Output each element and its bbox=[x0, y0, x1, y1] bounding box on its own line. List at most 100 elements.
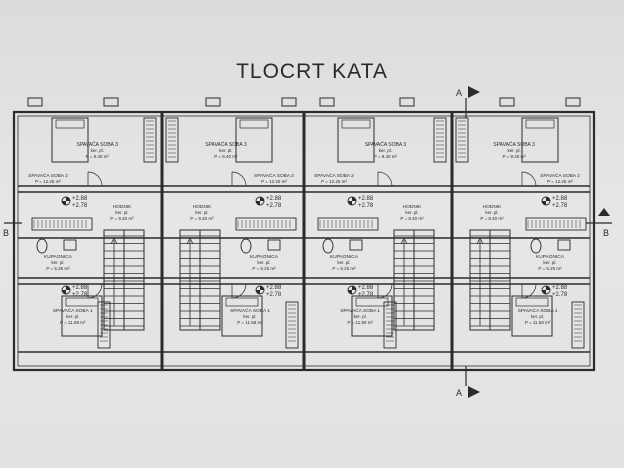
floor-type: ker. pl. bbox=[51, 260, 64, 265]
staircase bbox=[469, 229, 511, 331]
room-area: P = 11.59 m² bbox=[525, 320, 551, 325]
level-marker-bottom: +2.88+2.78 bbox=[541, 285, 568, 298]
room-name: SPAVAĆA SOBA 1 bbox=[53, 307, 93, 314]
bed-icon bbox=[521, 117, 559, 163]
section-mark-bottom: A bbox=[456, 366, 480, 398]
section-mark-right: B bbox=[586, 208, 612, 238]
sink-icon bbox=[349, 239, 363, 251]
floor-type: ker. pl. bbox=[354, 314, 367, 319]
level-marker-top: +2.88+2.78 bbox=[61, 196, 88, 209]
staircase bbox=[179, 229, 221, 331]
bathroom-fixtures bbox=[31, 217, 93, 254]
room-name: SPAVAĆA SOBA 3 bbox=[76, 141, 118, 148]
bed-icon bbox=[337, 117, 375, 163]
floor-type: ker. pl. bbox=[219, 148, 232, 153]
wardrobe bbox=[143, 117, 157, 163]
room-area: P = 11.59 m² bbox=[60, 320, 86, 325]
level-value: +2.88 bbox=[358, 285, 374, 291]
room-name: SPAVAĆA SOBA 2 bbox=[254, 172, 294, 179]
room-name: KUPAONICA bbox=[330, 254, 359, 260]
floor-type: ker. pl. bbox=[337, 260, 350, 265]
bed-icon bbox=[235, 117, 273, 163]
level-marker-top: +2.88+2.78 bbox=[255, 196, 282, 209]
level-value: +2.78 bbox=[358, 203, 374, 209]
room-area: P = 5.25 m² bbox=[252, 266, 276, 271]
interior-walls bbox=[18, 185, 590, 353]
room-area: P = 9.40 m² bbox=[190, 216, 214, 221]
room-area: P = 5.25 m² bbox=[332, 266, 356, 271]
bed-icon bbox=[511, 295, 553, 337]
door-swings bbox=[377, 171, 393, 299]
level-value: +2.78 bbox=[552, 203, 568, 209]
room-name: SPAVAĆA SOBA 2 bbox=[28, 172, 68, 179]
level-value: +2.78 bbox=[72, 203, 88, 209]
room-name: HODNIK bbox=[403, 204, 422, 210]
section-b-left-label: B bbox=[3, 228, 9, 238]
door-swings bbox=[87, 171, 103, 299]
room-area: P = 12.25 m² bbox=[547, 179, 573, 184]
wardrobe bbox=[285, 301, 299, 349]
level-value: +2.78 bbox=[552, 292, 568, 298]
level-value: +2.88 bbox=[358, 196, 374, 202]
bathroom-fixtures bbox=[317, 217, 379, 254]
wardrobe bbox=[455, 117, 469, 163]
wardrobe bbox=[571, 301, 585, 349]
door-swings bbox=[521, 171, 537, 299]
floor-type: ker. pl. bbox=[91, 148, 104, 153]
bed-icon bbox=[61, 295, 103, 337]
section-mark-left: B bbox=[3, 222, 22, 238]
room-name: KUPAONICA bbox=[44, 254, 73, 260]
room-area: P = 11.59 m² bbox=[237, 320, 263, 325]
section-a-bottom-label: A bbox=[456, 388, 462, 398]
room-name: KUPAONICA bbox=[536, 254, 565, 260]
room-area: P = 11.59 m² bbox=[347, 320, 373, 325]
floor-type: ker. pl. bbox=[507, 148, 520, 153]
sink-icon bbox=[557, 239, 571, 251]
wardrobe bbox=[383, 301, 397, 349]
toilet-icon bbox=[322, 238, 334, 254]
floor-type: ker. pl. bbox=[66, 314, 79, 319]
room-area: P = 9.40 m² bbox=[400, 216, 424, 221]
section-b-right-label: B bbox=[603, 228, 609, 238]
room-name: SPAVAĆA SOBA 1 bbox=[340, 307, 380, 314]
bed-icon bbox=[221, 295, 263, 337]
room-name: SPAVAĆA SOBA 1 bbox=[518, 307, 558, 314]
section-mark-top: A bbox=[456, 86, 480, 118]
wardrobe bbox=[97, 301, 111, 349]
room-name: SPAVAĆA SOBA 1 bbox=[230, 307, 270, 314]
level-value: +2.88 bbox=[266, 285, 282, 291]
level-value: +2.88 bbox=[552, 196, 568, 202]
floor-type: ker. pl. bbox=[115, 210, 128, 215]
level-marker-bottom: +2.88+2.78 bbox=[255, 285, 282, 298]
level-marker-top: +2.88+2.78 bbox=[541, 196, 568, 209]
toilet-icon bbox=[36, 238, 48, 254]
room-area: P = 12.25 m² bbox=[261, 179, 287, 184]
wardrobe bbox=[433, 117, 447, 163]
staircase bbox=[103, 229, 145, 331]
room-area: P = 9.40 m² bbox=[480, 216, 504, 221]
floor-type: ker. pl. bbox=[243, 314, 256, 319]
toilet-icon bbox=[240, 238, 252, 254]
level-value: +2.88 bbox=[266, 196, 282, 202]
room-name: SPAVAĆA SOBA 2 bbox=[540, 172, 580, 179]
room-area: P = 12.25 m² bbox=[321, 179, 347, 184]
floor-type: ker. pl. bbox=[485, 210, 498, 215]
toilet-icon bbox=[530, 238, 542, 254]
party-walls bbox=[160, 112, 454, 370]
room-area: P = 9.40 m² bbox=[374, 154, 398, 159]
top-windows bbox=[27, 97, 581, 107]
floor-type: ker. pl. bbox=[379, 148, 392, 153]
wardrobe bbox=[165, 117, 179, 163]
level-value: +2.78 bbox=[72, 292, 88, 298]
room-name: SPAVAĆA SOBA 2 bbox=[314, 172, 354, 179]
room-name: HODNIK bbox=[193, 204, 212, 210]
room-name: SPAVAĆA SOBA 3 bbox=[205, 141, 247, 148]
